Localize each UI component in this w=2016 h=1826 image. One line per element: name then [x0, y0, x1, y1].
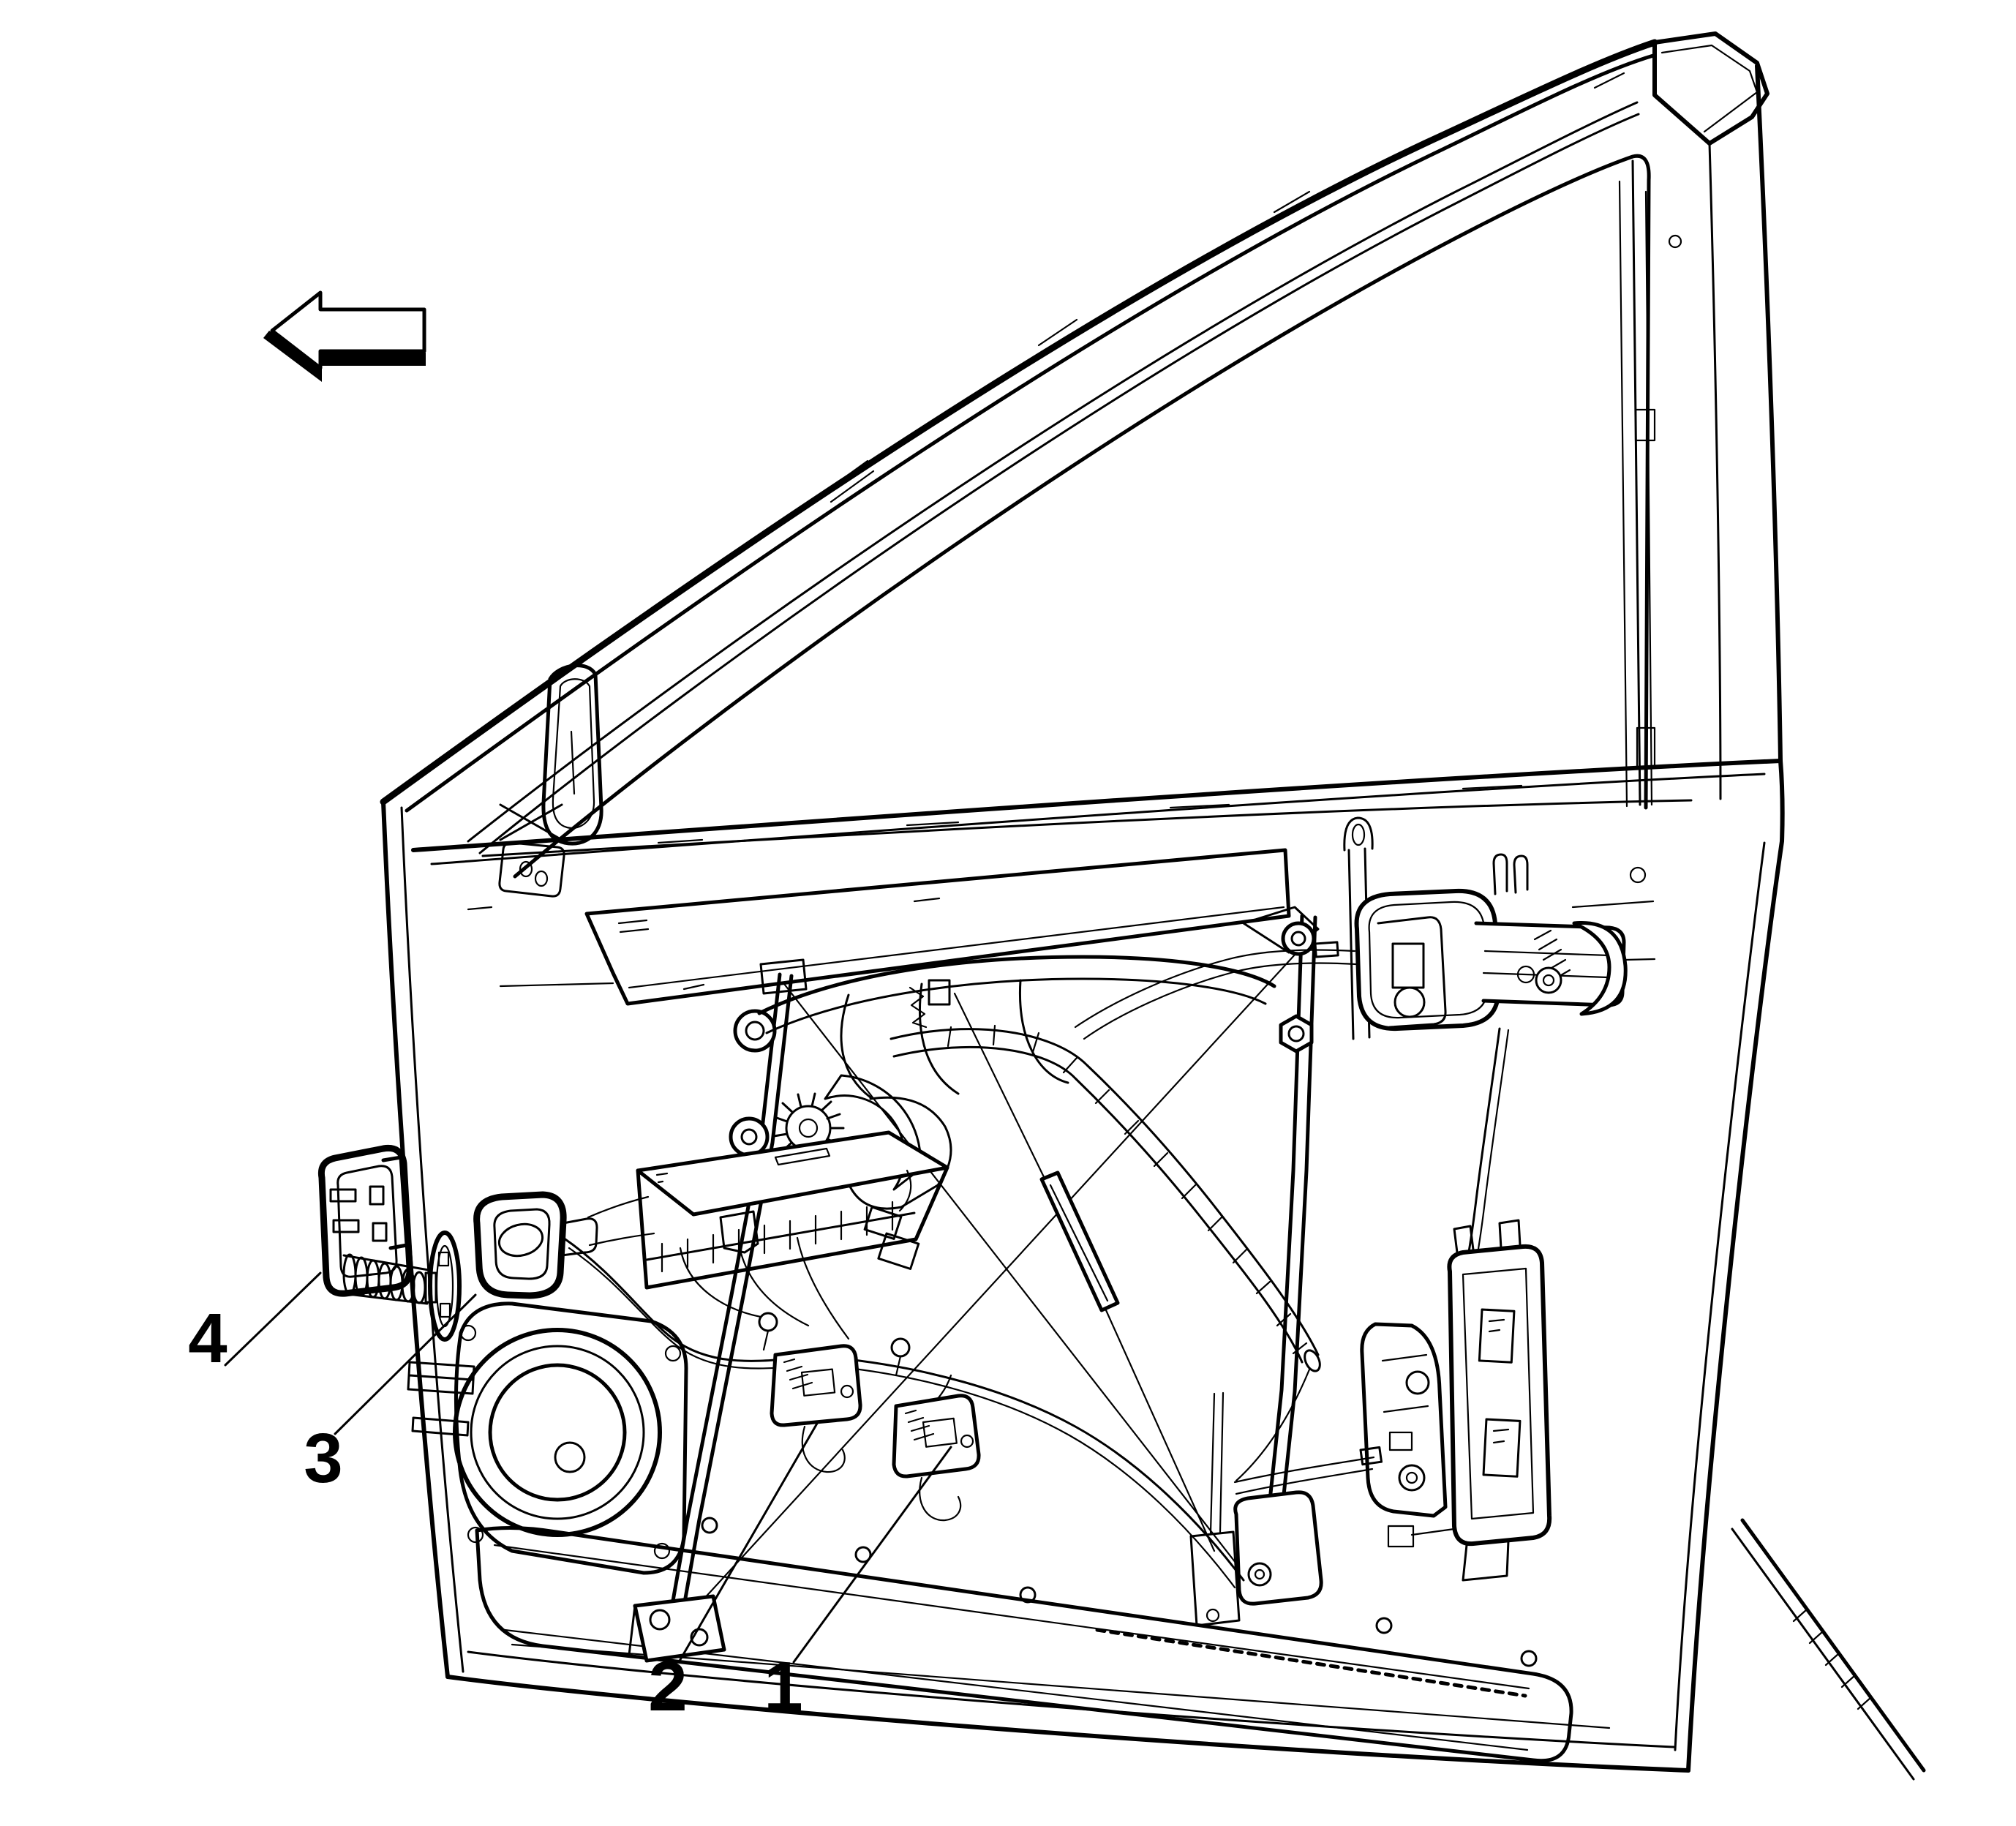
- arrow-left-icon: [270, 290, 426, 370]
- callout-2-label: 2: [648, 1647, 687, 1726]
- harness-connector-1: [892, 1394, 981, 1522]
- outside-handle-assembly: [1074, 853, 1656, 1040]
- callout-leader-3: [334, 1293, 477, 1435]
- harness-connector-2: [770, 1344, 862, 1473]
- wiring-harness: [562, 1236, 1245, 1589]
- door-window-frame: [380, 31, 1783, 884]
- callout-3-label: 3: [304, 1419, 342, 1498]
- direction-arrow: [263, 290, 426, 382]
- door-check-strap: [317, 1144, 462, 1342]
- wiring-grommet: [473, 1191, 655, 1299]
- callout-4-label: 4: [188, 1299, 227, 1378]
- belt-molding-strip: [584, 848, 1291, 1006]
- callout-leader-2: [677, 1421, 819, 1664]
- door-body: [381, 759, 1926, 1781]
- callout-leader-4: [224, 1271, 322, 1367]
- vent-window-bracket: [498, 664, 603, 898]
- speaker: [453, 1301, 688, 1575]
- callout-leader-1: [792, 1446, 952, 1664]
- window-regulator: [628, 906, 1323, 1663]
- callouts: 1 2 3 4: [188, 1271, 952, 1726]
- callout-1-label: 1: [764, 1647, 802, 1726]
- door-lock-assembly: [1233, 1027, 1552, 1582]
- arrow-shadow: [263, 331, 322, 382]
- arrow-shadow-shaft: [319, 353, 426, 366]
- regulator-motor-and-switch-tray: [636, 955, 1276, 1290]
